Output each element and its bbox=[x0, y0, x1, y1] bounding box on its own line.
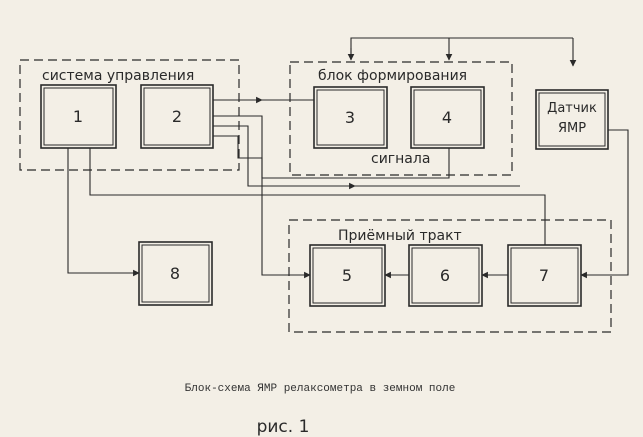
block-4-label: 4 bbox=[442, 108, 452, 127]
wire-2-to-receiver bbox=[213, 125, 356, 190]
sensor-label-line2: ЯМР bbox=[558, 121, 586, 136]
block-5-label: 5 bbox=[342, 266, 352, 285]
wire-sensor-to-7 bbox=[580, 129, 629, 279]
group-receiver-frame bbox=[288, 219, 612, 333]
block-3-label: 3 bbox=[345, 108, 355, 127]
group-signal-label-bottom: сигнала bbox=[371, 151, 430, 167]
block-1 bbox=[40, 84, 117, 149]
block-4 bbox=[410, 86, 485, 149]
group-control-frame bbox=[19, 59, 240, 171]
block-6-label: 6 bbox=[440, 266, 450, 285]
wire-top-bus bbox=[350, 37, 573, 58]
wire-1-to-7 bbox=[89, 148, 546, 245]
block-8-label: 8 bbox=[170, 264, 180, 283]
block-2-label: 2 bbox=[172, 107, 182, 126]
group-signal-label-top: блок формирования bbox=[318, 68, 467, 84]
sensor-label-line1: Датчик bbox=[547, 101, 597, 116]
wire-2-to-5 bbox=[213, 135, 311, 279]
block-1-label: 1 bbox=[73, 107, 83, 126]
block-7-label: 7 bbox=[539, 266, 549, 285]
figure-caption: Блок-схема ЯМР релаксометра в земном пол… bbox=[185, 383, 456, 395]
figure-label: рис. 1 bbox=[257, 417, 310, 437]
block-sensor bbox=[535, 89, 609, 150]
group-receiver-label: Приёмный тракт bbox=[338, 228, 462, 244]
block-3 bbox=[313, 86, 388, 149]
wire-1-to-8 bbox=[67, 148, 140, 277]
group-control-label: система управления bbox=[42, 68, 194, 84]
